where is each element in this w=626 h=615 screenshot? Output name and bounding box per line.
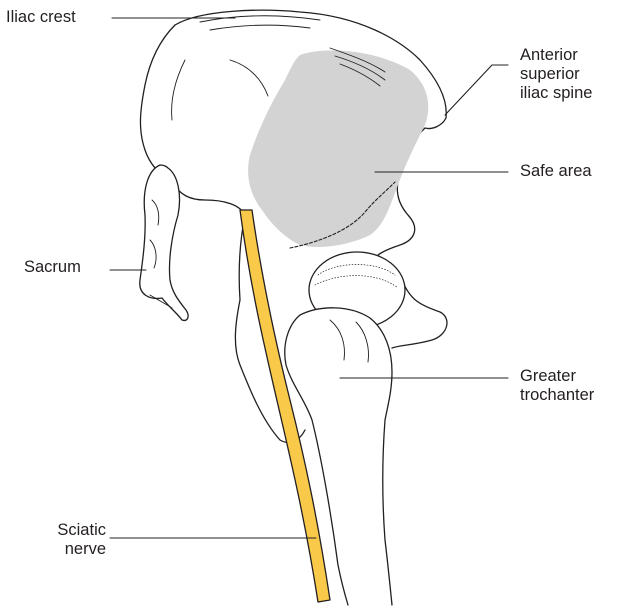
- label-anterior-line3: iliac spine: [520, 84, 592, 103]
- label-anterior-line2: superior: [520, 65, 592, 84]
- label-sacrum: Sacrum: [24, 258, 81, 277]
- label-anterior-superior-iliac-spine: Anterior superior iliac spine: [520, 46, 592, 103]
- label-safe-area: Safe area: [520, 162, 592, 181]
- label-anterior-line1: Anterior: [520, 46, 592, 65]
- label-sciatic-line2: nerve: [40, 540, 106, 559]
- label-greater-line1: Greater: [520, 367, 594, 386]
- label-iliac-crest: Iliac crest: [6, 8, 76, 27]
- label-greater-trochanter: Greater trochanter: [520, 367, 594, 405]
- sacrum-outline: [140, 165, 188, 320]
- label-sciatic-nerve: Sciatic nerve: [40, 521, 106, 559]
- label-sciatic-line1: Sciatic: [40, 521, 106, 540]
- label-greater-line2: trochanter: [520, 386, 594, 405]
- leader-anterior-superior-iliac-spine: [445, 65, 508, 115]
